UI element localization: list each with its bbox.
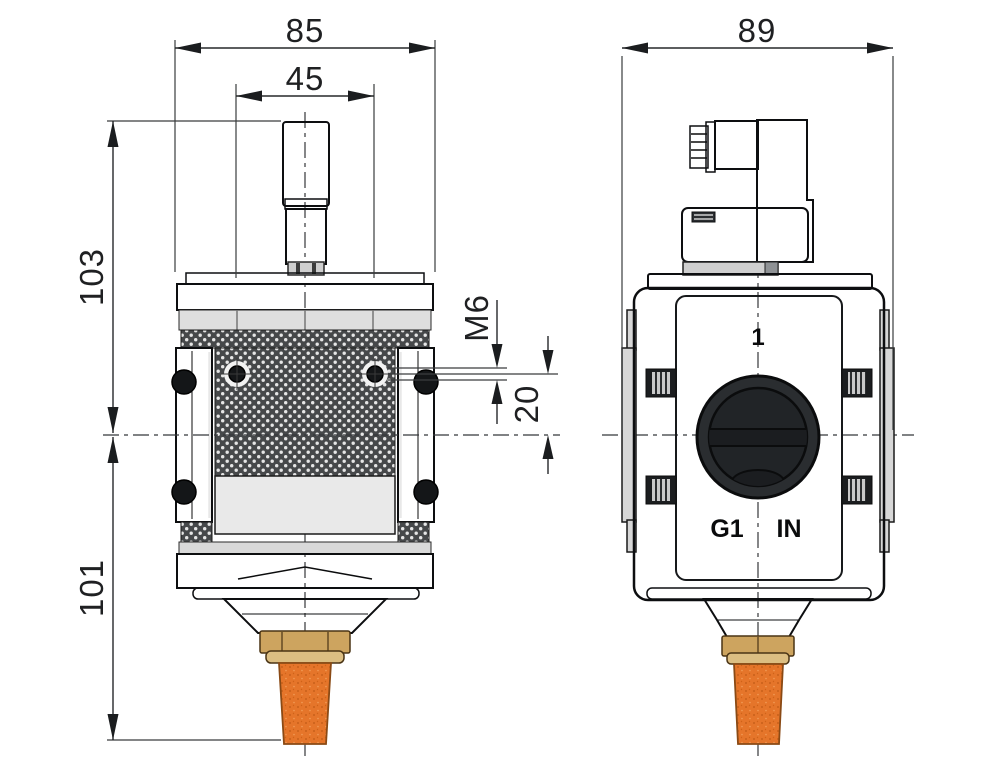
connector-vent bbox=[691, 211, 716, 223]
thread-insert-bottom-right bbox=[841, 475, 873, 505]
flow-direction-label: IN bbox=[777, 515, 802, 543]
mesh-top-strip bbox=[180, 329, 430, 349]
port-number-label: 1 bbox=[751, 324, 764, 351]
mounting-hole-left bbox=[221, 358, 253, 390]
solenoid-connector bbox=[681, 119, 814, 276]
dim-lower-height: 101 bbox=[73, 437, 281, 741]
front-drain bbox=[221, 598, 389, 745]
dim-side-overall-width: 89 bbox=[621, 12, 894, 430]
base-plate bbox=[192, 587, 420, 600]
side-drain bbox=[702, 598, 814, 745]
dim-text-103: 103 bbox=[73, 248, 110, 306]
lower-light-band bbox=[178, 541, 432, 555]
dim-mount-hole-offset: 20 bbox=[388, 336, 558, 474]
dim-text-89: 89 bbox=[738, 12, 777, 49]
dim-text-101: 101 bbox=[73, 559, 110, 617]
dim-text-45: 45 bbox=[286, 60, 325, 97]
dim-text-m6: M6 bbox=[458, 294, 495, 342]
drain-funnel bbox=[221, 598, 389, 634]
thread-insert-top-right bbox=[841, 368, 873, 398]
dimension-annotations: 85 45 89 103 bbox=[73, 12, 894, 741]
thread-size-label: G1 bbox=[710, 515, 743, 543]
dim-front-stem-span: 45 bbox=[235, 60, 375, 278]
front-view bbox=[171, 112, 439, 756]
drain-nut bbox=[259, 630, 351, 664]
dim-text-20: 20 bbox=[508, 385, 545, 424]
side-view: 1 G1 IN bbox=[602, 119, 914, 756]
thread-insert-top-left bbox=[645, 368, 677, 398]
stem-hex-nut bbox=[287, 261, 325, 276]
adjustment-stem bbox=[282, 121, 330, 265]
side-bracket-left bbox=[621, 309, 637, 553]
mounting-hole-right bbox=[359, 358, 391, 390]
connector-elbow bbox=[756, 119, 814, 263]
side-drain-tube bbox=[733, 663, 784, 745]
drain-tube bbox=[278, 662, 332, 745]
connector-barrel bbox=[714, 120, 759, 170]
dim-front-overall-width: 85 bbox=[174, 12, 436, 272]
inlet-port bbox=[695, 374, 821, 500]
front-body bbox=[171, 272, 439, 600]
dim-mount-thread: M6 bbox=[388, 294, 507, 424]
mesh-strip-bottom-left bbox=[180, 521, 213, 543]
thread-insert-bottom-left bbox=[645, 475, 677, 505]
mesh-strip-bottom-right bbox=[397, 521, 430, 543]
side-base-plate bbox=[646, 587, 872, 600]
side-drain-nut bbox=[721, 635, 795, 665]
side-inner-panel bbox=[675, 295, 843, 581]
side-bracket-right bbox=[879, 309, 895, 553]
side-body: 1 G1 IN bbox=[621, 273, 895, 602]
dim-upper-height: 103 bbox=[73, 120, 560, 436]
bowl-window bbox=[214, 475, 396, 535]
dim-text-85: 85 bbox=[286, 12, 325, 49]
cable-gland bbox=[689, 121, 716, 173]
